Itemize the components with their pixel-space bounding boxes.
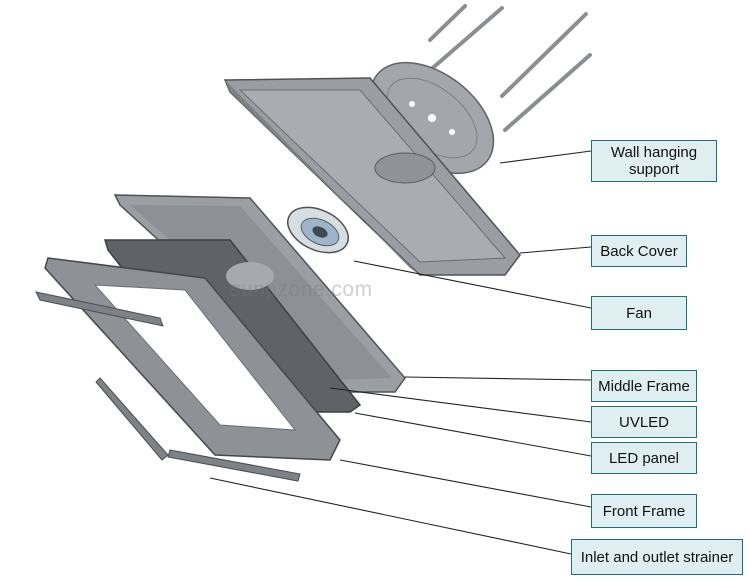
mounting-rods bbox=[426, 4, 592, 132]
watermark-text: sunpzone.com bbox=[230, 278, 373, 301]
label-middle-frame: Middle Frame bbox=[591, 370, 697, 402]
label-front-frame: Front Frame bbox=[591, 494, 697, 528]
leader-lines bbox=[209, 150, 592, 555]
label-led-panel: LED panel bbox=[591, 442, 697, 474]
fan-part bbox=[287, 206, 349, 254]
label-back-cover: Back Cover bbox=[591, 235, 687, 267]
back-cover-part bbox=[223, 77, 521, 276]
strainer-parts bbox=[35, 291, 301, 482]
label-inlet-outlet-strainer: Inlet and outlet strainer bbox=[571, 539, 743, 575]
label-wall-hanging-support: Wall hanging support bbox=[591, 140, 717, 182]
label-fan: Fan bbox=[591, 296, 687, 330]
label-uvled: UVLED bbox=[591, 406, 697, 438]
